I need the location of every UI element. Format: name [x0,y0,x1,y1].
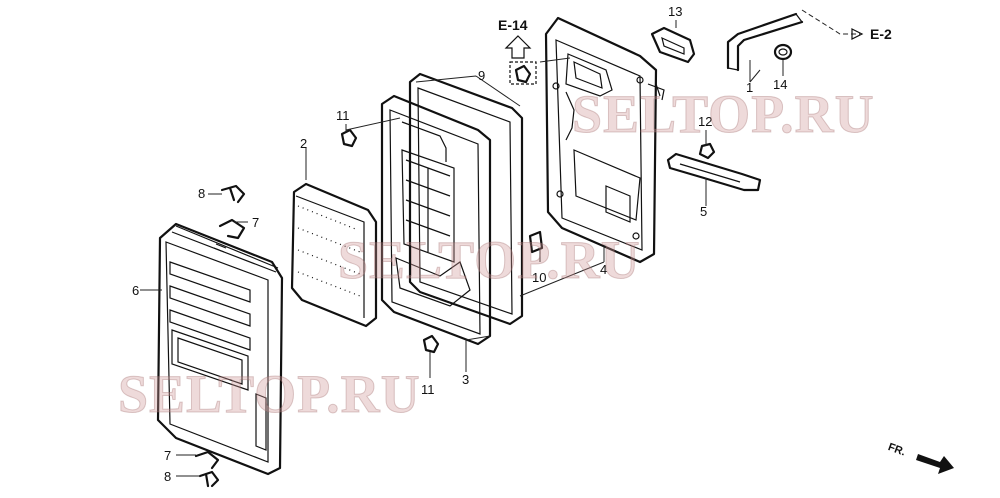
callout-4: 4 [600,262,607,277]
clip-part-7-upper [218,218,246,240]
clip-part-7-lower [194,450,220,470]
callout-6: 6 [132,283,139,298]
callout-labels: 1 2 3 4 5 6 7 7 8 8 9 10 11 11 12 13 14 [132,4,787,484]
fr-arrow-icon [916,454,954,474]
callout-8-lower: 8 [164,469,171,484]
clip-part-8-lower [198,470,220,488]
callout-11-lower: 11 [421,382,435,397]
nut-part-11-upper [340,128,358,148]
callout-9: 9 [478,68,485,83]
leader-lines [140,9,864,477]
nut-e14 [509,61,537,85]
stay-part-5 [666,152,762,192]
case-part-4 [544,16,665,264]
watermark-bottom: SELTOP.RU [118,364,421,424]
callout-13: 13 [668,4,682,19]
callout-7-upper: 7 [252,215,259,230]
nut-part-11-lower [422,334,440,354]
direction-fr-label: FR. [886,441,907,458]
cover-part-6 [156,222,284,476]
callout-2: 2 [300,136,307,151]
e14-arrow-icon [504,35,532,59]
callout-12: 12 [698,114,712,129]
gasket-part-13 [650,26,696,64]
reference-e2: E-2 [870,26,892,42]
callout-7-lower: 7 [164,448,171,463]
seal-part-9 [408,72,524,326]
callout-8-upper: 8 [198,186,205,201]
nut-part-12 [698,142,716,160]
clip-part-8-upper [220,184,246,204]
watermark-top: SELTOP.RU [572,84,875,144]
tube-part-1 [726,12,804,72]
reference-e14: E-14 [498,17,528,33]
callout-3: 3 [462,372,469,387]
callout-10: 10 [532,270,546,285]
callout-1: 1 [746,80,753,95]
gasket-part-3 [380,94,492,346]
element-part-2 [290,182,378,328]
collar-part-10 [528,230,544,254]
watermark-middle: SELTOP.RU [338,230,641,290]
callout-5: 5 [700,204,707,219]
callout-11-upper: 11 [336,108,350,123]
callout-14: 14 [773,77,787,92]
grommet-part-14 [773,43,793,61]
